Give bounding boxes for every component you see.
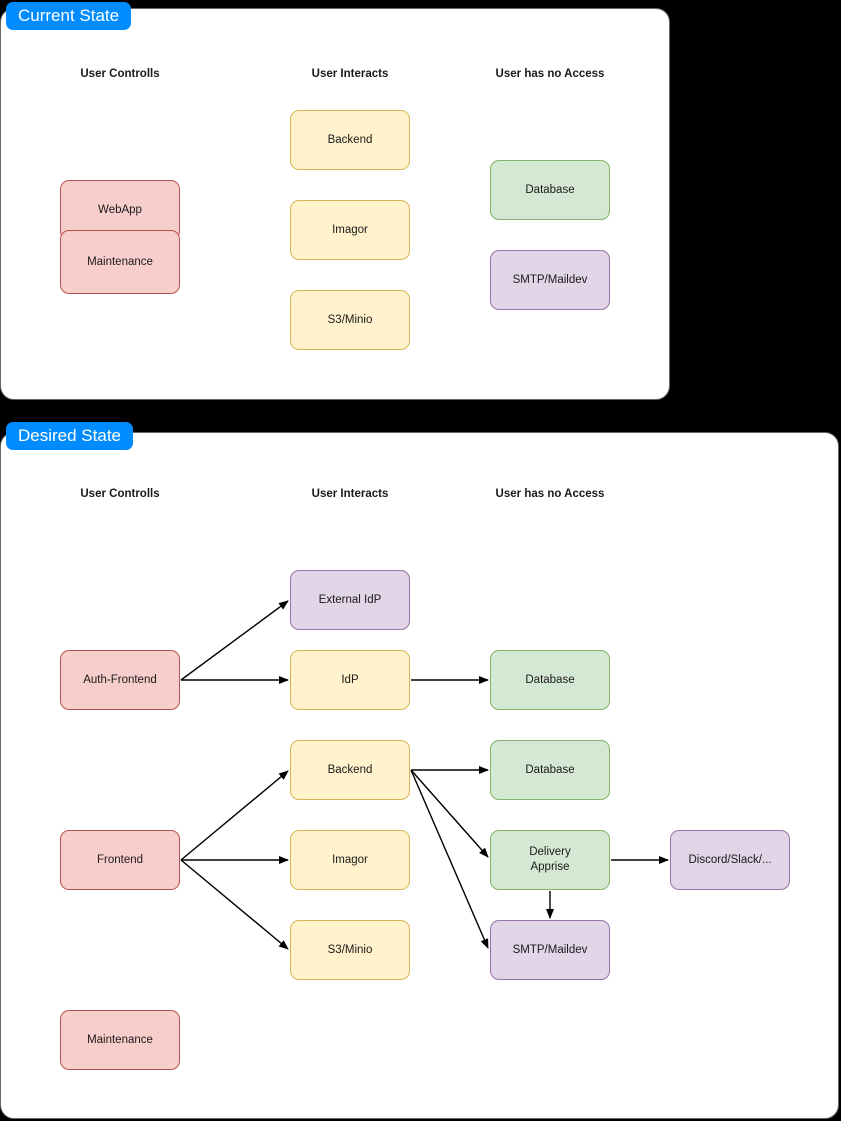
desired-column-header-no-access: User has no Access [495,488,605,500]
node-backend[interactable]: Backend [290,110,410,170]
node-imagor[interactable]: Imagor [290,200,410,260]
node-s3-minio[interactable]: S3/Minio [290,290,410,350]
current-column-header-interacts: User Interacts [311,68,389,80]
node-discord-slack[interactable]: Discord/Slack/... [670,830,790,890]
current-column-header-no-access: User has no Access [495,68,605,80]
node-desired-maintenance[interactable]: Maintenance [60,1010,180,1070]
node-maintenance[interactable]: Maintenance [60,230,180,294]
node-delivery-apprise[interactable]: Delivery Apprise [490,830,610,890]
node-smtp-maildev[interactable]: SMTP/Maildev [490,250,610,310]
current-state-tab-label: Current State [6,2,132,30]
node-frontend[interactable]: Frontend [60,830,180,890]
desired-state-tab-label: Desired State [6,422,133,450]
node-backend-database[interactable]: Database [490,740,610,800]
node-desired-smtp-maildev[interactable]: SMTP/Maildev [490,920,610,980]
current-column-header-controls: User Controlls [80,68,160,80]
node-desired-imagor[interactable]: Imagor [290,830,410,890]
node-idp-database[interactable]: Database [490,650,610,710]
node-external-idp[interactable]: External IdP [290,570,410,630]
node-desired-s3-minio[interactable]: S3/Minio [290,920,410,980]
desired-column-header-controls: User Controlls [80,488,160,500]
node-desired-backend[interactable]: Backend [290,740,410,800]
node-database[interactable]: Database [490,160,610,220]
desired-column-header-interacts: User Interacts [311,488,389,500]
node-idp[interactable]: IdP [290,650,410,710]
node-auth-frontend[interactable]: Auth-Frontend [60,650,180,710]
